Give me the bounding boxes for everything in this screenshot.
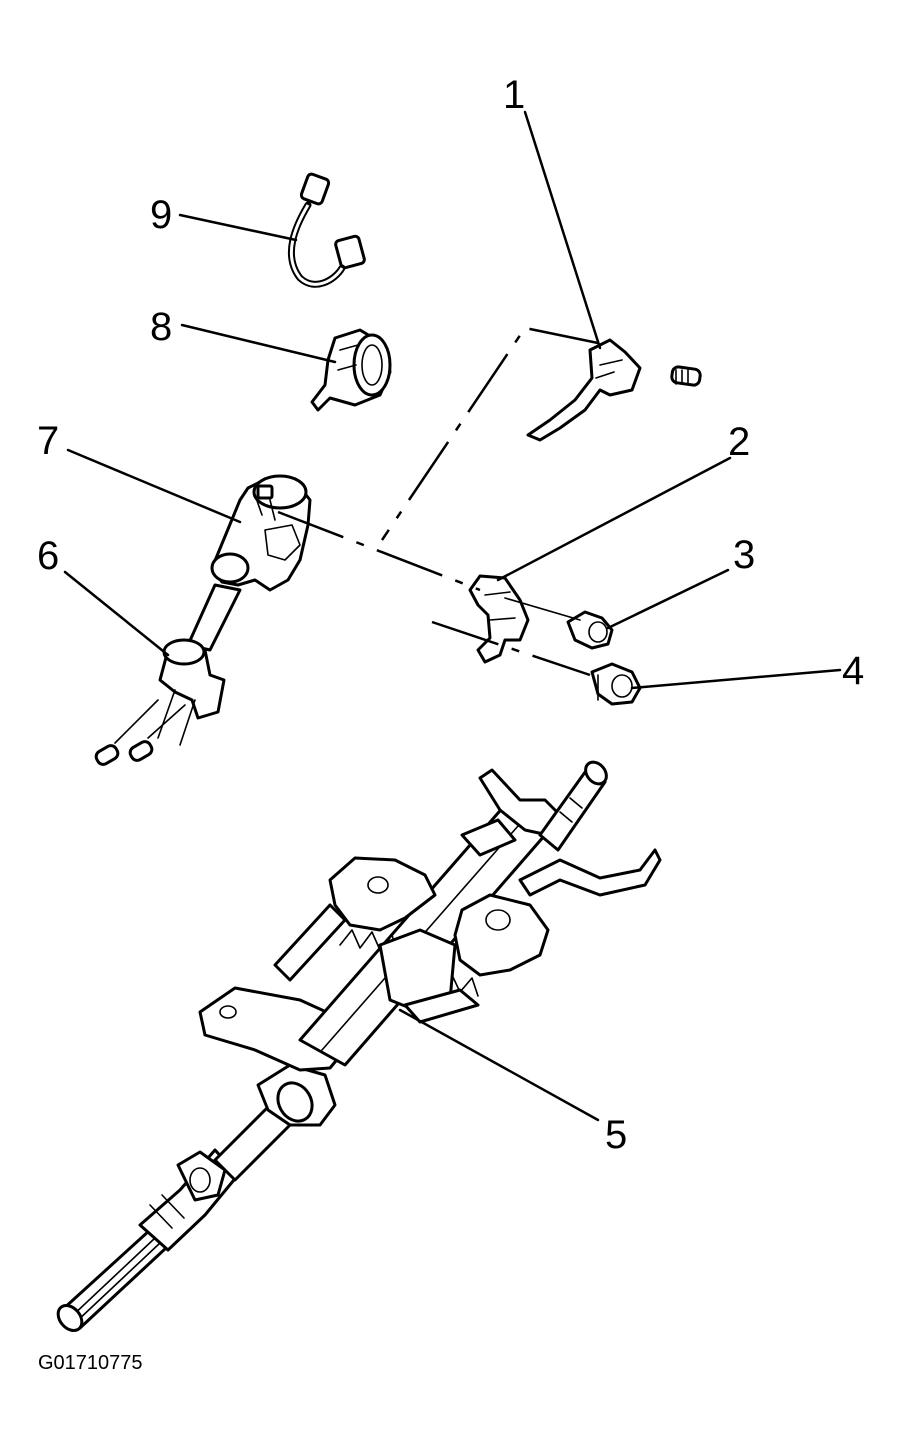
leader-1 [523, 110, 602, 350]
leader-5 [398, 1008, 600, 1122]
callout-6: 6 [37, 534, 59, 578]
leader-8 [180, 323, 337, 364]
callout-8: 8 [150, 305, 172, 349]
part-6-clamp [94, 638, 226, 766]
callout-2: 2 [728, 420, 750, 464]
part-7-housing [210, 474, 312, 592]
callout-5: 5 [605, 1113, 627, 1157]
callout-7: 7 [37, 419, 59, 463]
callout-1: 1 [503, 73, 525, 117]
shaft-upper [186, 583, 242, 652]
alignment-lines [277, 326, 599, 677]
callout-3: 3 [733, 533, 755, 577]
leader-3 [606, 568, 730, 630]
figure-id: G01710775 [38, 1352, 143, 1374]
part-4-bolt [590, 662, 642, 706]
part-5-steering-column [56, 760, 662, 1333]
callout-9: 9 [150, 193, 172, 237]
leader-4 [630, 668, 842, 690]
leader-7 [66, 448, 242, 524]
callout-4: 4 [842, 649, 864, 693]
part-8-switch [310, 328, 392, 412]
part-1-bracket [526, 338, 702, 442]
part-2-bracket [468, 574, 530, 664]
callout-labels: 1 2 3 4 5 6 7 8 9 [37, 73, 864, 1157]
leader-2 [496, 456, 732, 582]
part-3-nut [566, 610, 614, 650]
leader-lines [63, 110, 842, 1122]
part-9-wire-harness [288, 172, 366, 288]
leader-6 [63, 570, 170, 657]
leader-9 [178, 213, 298, 242]
